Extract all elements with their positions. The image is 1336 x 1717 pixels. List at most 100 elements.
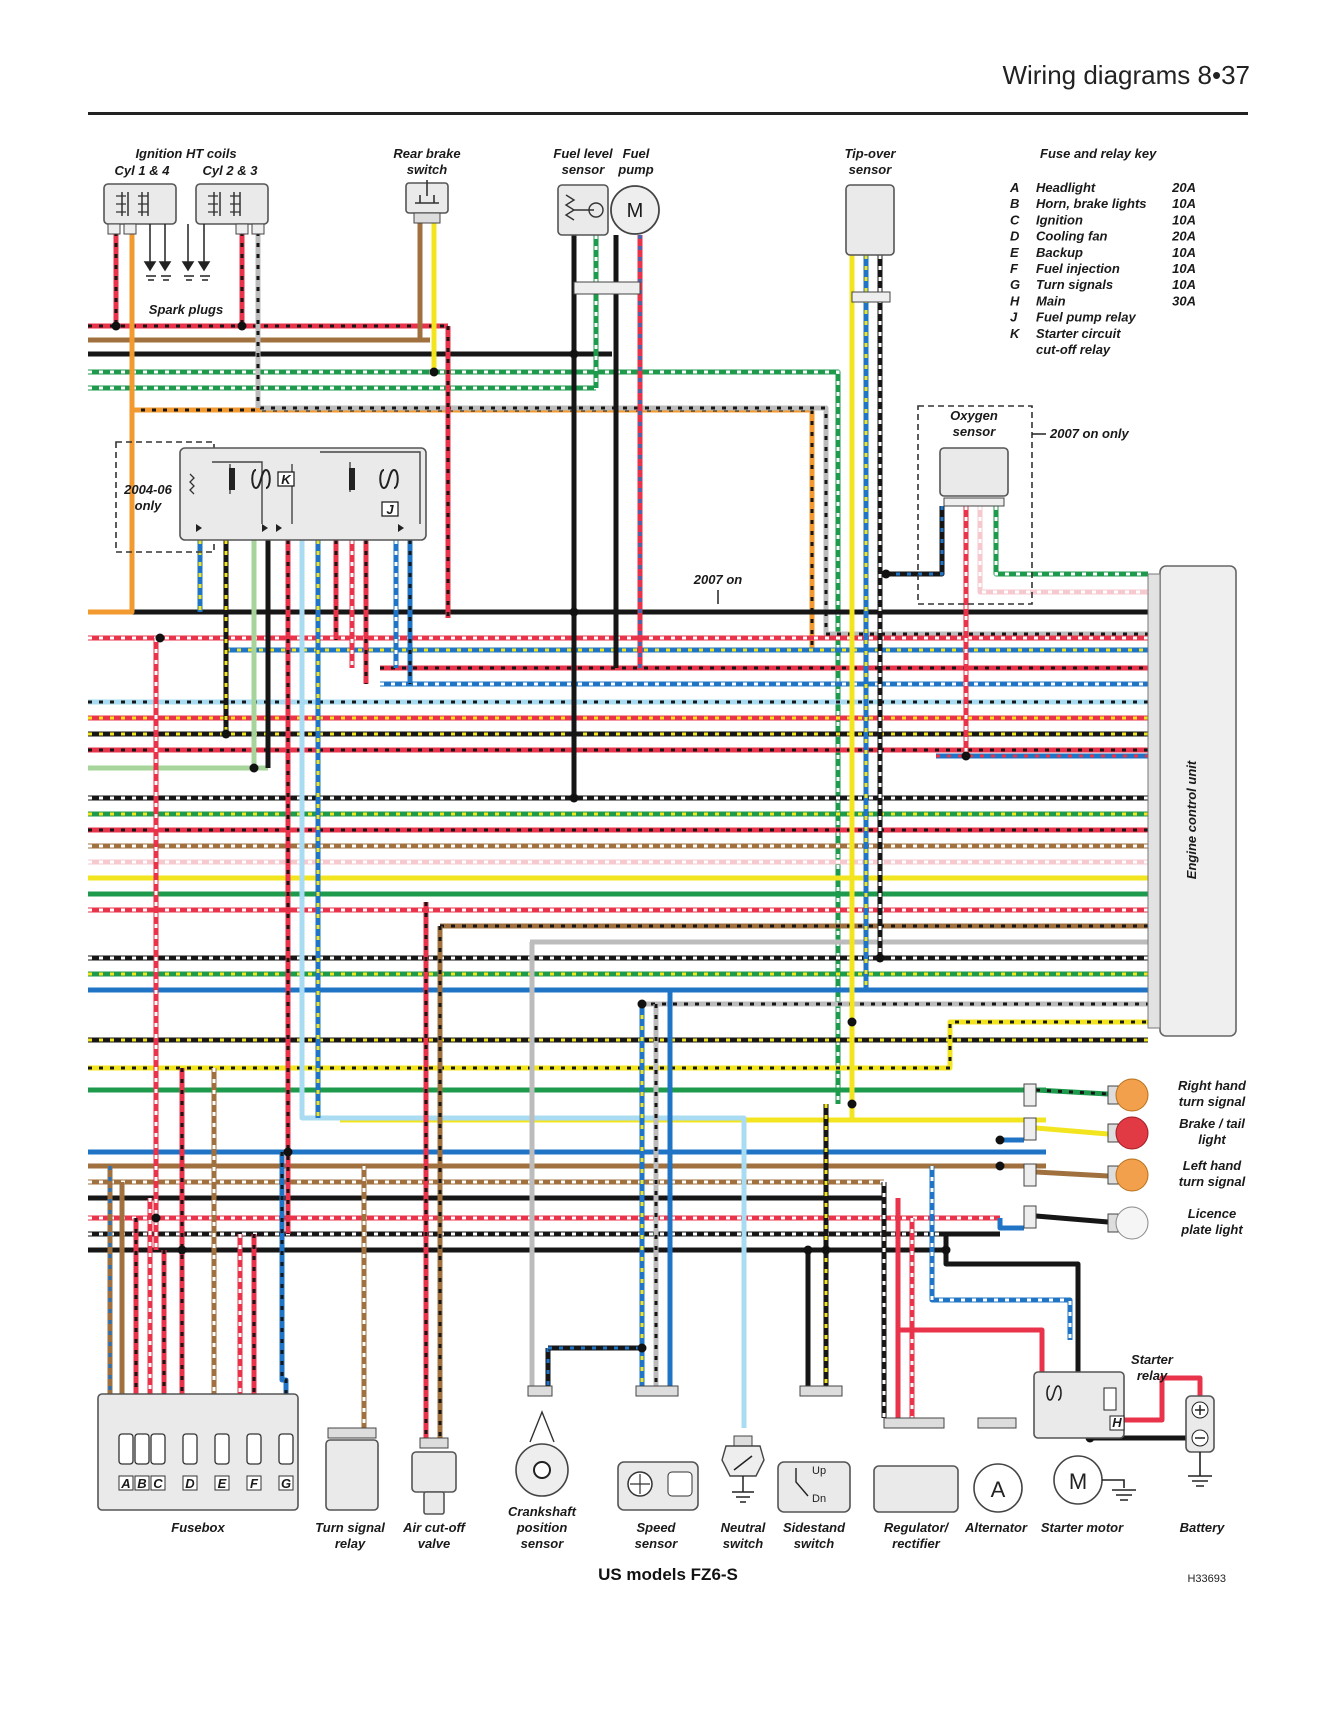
fuse-code-box (278, 1475, 294, 1491)
wire-relay-lightblue (299, 540, 747, 1428)
wire-rh-turn-green (1035, 1087, 1109, 1097)
fuse-code-label: B (137, 1476, 146, 1491)
oxygen-sensor-dashed-box (917, 405, 1033, 605)
fuse-key-item: Starter circuit (1036, 326, 1121, 341)
neutral-label-1: Neutral (721, 1520, 766, 1535)
fuse-key-item: Backup (1036, 245, 1083, 260)
wire-junction (961, 751, 971, 761)
junction-layer (111, 321, 1095, 1443)
fuse-key-code: G (1010, 277, 1020, 292)
fuse-key-item: Main (1036, 293, 1066, 308)
fuel-pump-label-1: Fuel (623, 146, 650, 161)
fuse-code-label: E (218, 1476, 227, 1491)
tip-over-label-1: Tip-over (844, 146, 896, 161)
relay-K-label: K (281, 472, 292, 487)
wire-licence-black (1035, 1213, 1109, 1225)
wire-o2-black (886, 506, 945, 577)
rear-brake-switch (405, 180, 449, 224)
fuse-key-item: Headlight (1036, 180, 1096, 195)
fuse (134, 1433, 150, 1465)
fuse-key-code: J (1010, 310, 1018, 325)
ign-coils-label: Ignition HT coils (135, 146, 236, 161)
wire-junction (111, 321, 121, 331)
fuse-key-code: F (1010, 261, 1019, 276)
fuse-key-rating: 10A (1172, 245, 1196, 260)
wire-junction (569, 607, 579, 617)
starter-motor-symbol: M (1069, 1469, 1087, 1494)
tip-over-connector (851, 291, 891, 303)
fuse-code-box (182, 1475, 198, 1491)
wire-junction (637, 999, 647, 1009)
ignition-coil-cyl23 (195, 183, 269, 235)
wire-junction (941, 1245, 951, 1255)
wire-junction (881, 569, 891, 579)
wire-o2-pink (977, 506, 1148, 595)
rear-brake-label-2: switch (407, 162, 448, 177)
fuse-key-rating: 20A (1171, 229, 1196, 244)
fuel-level-label-1: Fuel level (553, 146, 613, 161)
fuse-key-code: C (1010, 212, 1020, 227)
fuse-key-item: Ignition (1036, 212, 1083, 227)
oxygen-sensor (939, 447, 1009, 497)
fuel-level-label-2: sensor (562, 162, 606, 177)
on-2007-label: 2007 on (693, 572, 742, 587)
turn-relay-label-2: relay (335, 1536, 366, 1551)
page-header: Wiring diagrams 8•37 (0, 0, 1336, 120)
fuse-key-code: K (1010, 326, 1021, 341)
fuse-key-rating: 10A (1172, 212, 1196, 227)
fuse (246, 1433, 262, 1465)
fuse-key-code: B (1010, 196, 1019, 211)
relay-unit (179, 447, 427, 541)
brake-tail-label-2: light (1198, 1132, 1226, 1147)
starter-relay-label-2: relay (1137, 1368, 1168, 1383)
sidestand-label-1: Sidestand (783, 1520, 846, 1535)
wire-starter-red-a (898, 1327, 1045, 1372)
cyl14-label: Cyl 1 & 4 (115, 163, 171, 178)
fuse-key-code: H (1010, 293, 1020, 308)
fuel-pump: M (610, 185, 660, 235)
wire-junction (151, 1213, 161, 1223)
fuse-key-rating: 10A (1172, 196, 1196, 211)
alternator: A (973, 1417, 1023, 1513)
fuse-code-box (150, 1475, 166, 1491)
regulator-label-1: Regulator/ (884, 1520, 950, 1535)
wire-junction (429, 367, 439, 377)
rh-turn-label-1: Right hand (1178, 1078, 1247, 1093)
regulator-label-2: rectifier (892, 1536, 941, 1551)
fuel-connector (573, 281, 641, 295)
wire-bus-yellow-black (88, 1019, 1148, 1071)
fuse-key-item: Horn, brake lights (1036, 196, 1147, 211)
fuel-pump-symbol: M (627, 200, 644, 222)
oxygen-label-2: sensor (953, 424, 997, 439)
wire-layer (88, 222, 1203, 1441)
engine-control-unit: Engine control unit (1147, 565, 1237, 1037)
air-cutoff-label-2: valve (418, 1536, 451, 1551)
fuel-pump-label-2: pump (617, 162, 653, 177)
relay-J-label: J (386, 502, 394, 517)
fuse-key-code: D (1010, 229, 1020, 244)
wire-junction (249, 763, 259, 773)
tip-over-label-2: sensor (849, 162, 893, 177)
diagram-caption: US models FZ6-S (598, 1565, 738, 1584)
page-title: Wiring diagrams 8•37 (1002, 60, 1250, 90)
fuel-level-sensor (557, 184, 609, 236)
crank-label-1: Crankshaft (508, 1504, 577, 1519)
relay-H-label: H (1112, 1415, 1122, 1430)
fuse-key-title: Fuse and relay key (1040, 146, 1157, 161)
fuse-key-rating: 10A (1172, 261, 1196, 276)
neutral-label-2: switch (723, 1536, 764, 1551)
fuse-code-box (134, 1475, 150, 1491)
wire-lamp-black (943, 1231, 1000, 1250)
fuse-key-item: Cooling fan (1036, 229, 1108, 244)
only-2007-label: 2007 on only (1049, 426, 1130, 441)
fuse-code-box (118, 1475, 134, 1491)
brake-tail-label-1: Brake / tail (1179, 1116, 1245, 1131)
lh-turn-label-1: Left hand (1183, 1158, 1243, 1173)
wire-junction (237, 321, 247, 331)
licence-plate-lamp (1023, 1205, 1149, 1240)
wire-starter-blue (929, 1252, 1073, 1340)
